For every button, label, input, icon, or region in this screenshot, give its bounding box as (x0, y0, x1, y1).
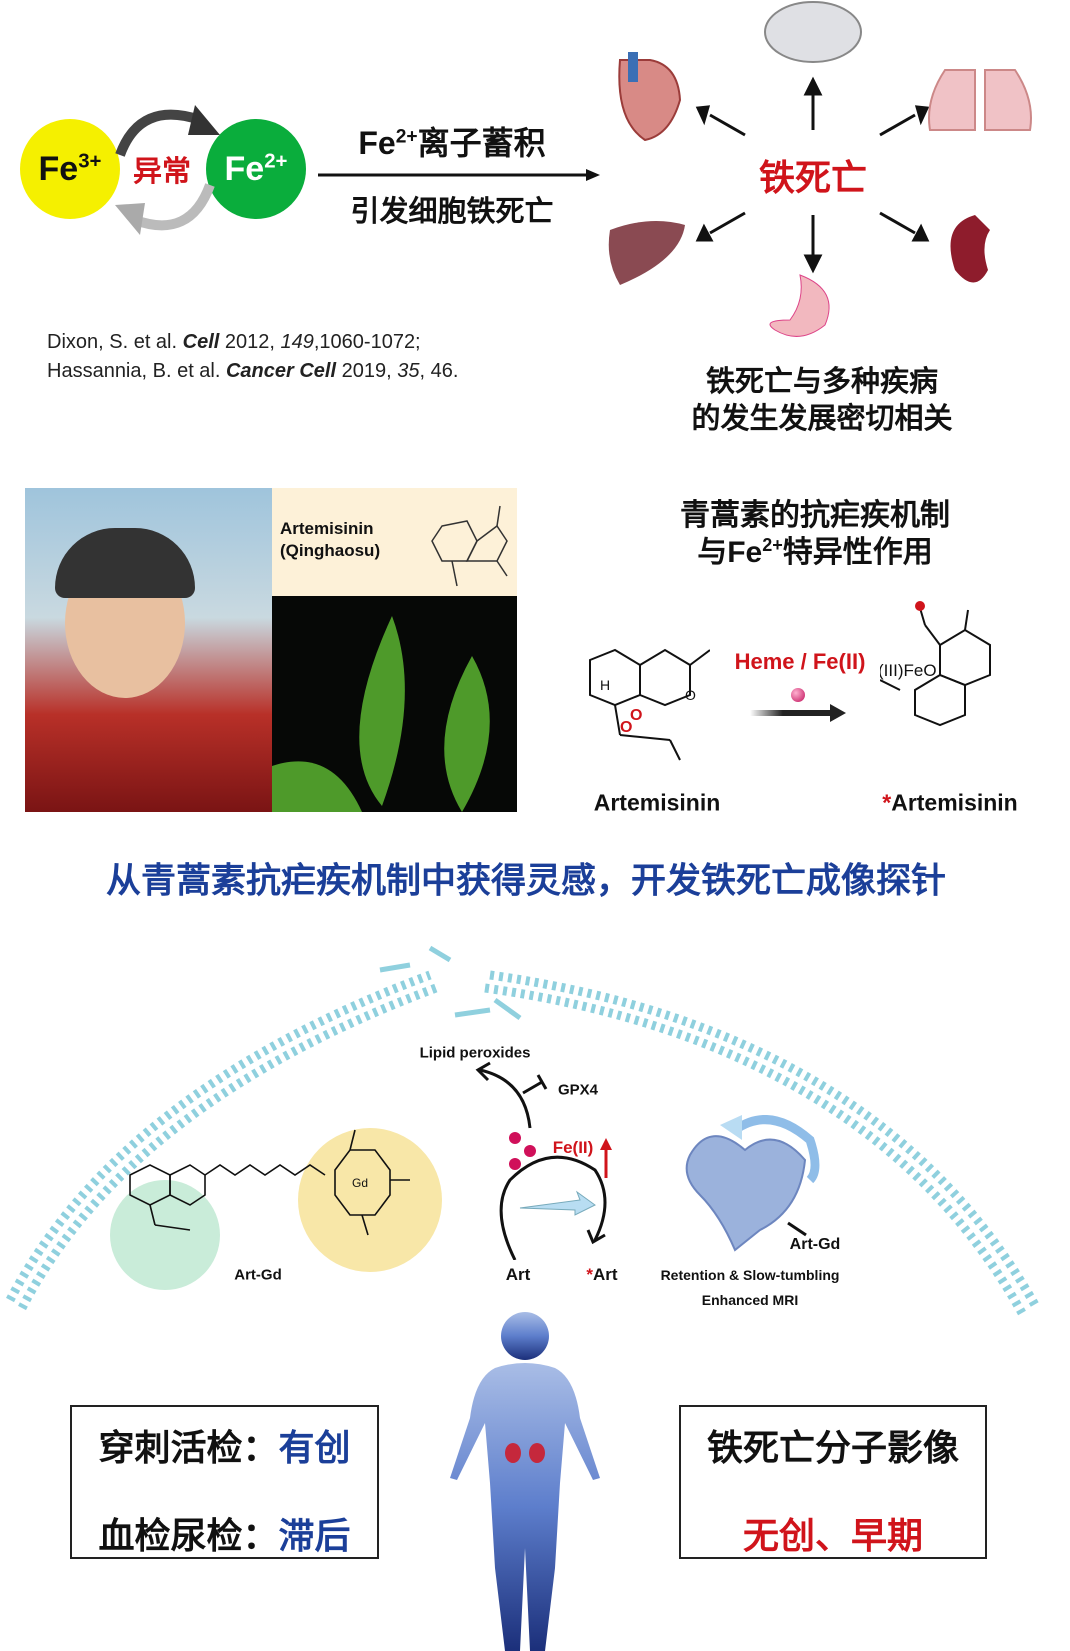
enhanced-mri-label: Enhanced MRI (701, 1292, 799, 1308)
retention-label: Retention & Slow-tumbling (660, 1267, 840, 1283)
scientist-photo (25, 488, 272, 812)
artemisinin-structure-panel: Artemisinin(Qinghaosu) (272, 488, 517, 596)
art-gd-right-label: Art-Gd (789, 1236, 841, 1253)
mechanism-line-2: 与Fe2+特异性作用 (697, 535, 933, 569)
fe-oxygen-label: (III)FeO (880, 661, 937, 680)
references: Dixon, S. et al. Cell 2012, 149,1060-107… (47, 328, 458, 386)
traditional-diagnosis-box: 穿刺活检：有创 血检尿检：滞后 (70, 1405, 379, 1559)
fe2-label: Fe2+ (224, 149, 288, 188)
gd-chelate-circle (298, 1128, 442, 1272)
hair (55, 528, 195, 598)
molecular-imaging-advantage: 无创、早期 (742, 1515, 923, 1556)
artemisia-plant-photo (272, 596, 517, 812)
fe-ii-label: Fe(II) (552, 1138, 594, 1157)
molecular-imaging-title: 铁死亡分子影像 (706, 1427, 959, 1468)
art-activation-cycle-icon (475, 1061, 612, 1260)
art-gd-structure-icon: Gd (129, 1129, 410, 1236)
fe3-label: Fe3+ (38, 149, 102, 188)
iron-ion-icon (791, 688, 805, 702)
svg-text:H: H (600, 677, 610, 693)
ferroptosis-trigger-label: 引发细胞铁死亡 (350, 196, 554, 228)
abnormal-label: 异常 (132, 156, 192, 188)
mechanism-line-1: 青蒿素的抗疟疾机制 (680, 499, 950, 532)
reactant-label: Artemisinin (593, 789, 721, 816)
artemisinin-structure-icon (431, 505, 508, 587)
protein-icon (685, 1115, 820, 1252)
kidney-icon (950, 215, 990, 283)
gd-label: Gd (352, 1176, 368, 1190)
cell-membrane (6, 945, 1039, 1316)
svg-text:O: O (620, 719, 632, 736)
right-arrow-icon (318, 169, 600, 181)
disease-line-2: 的发生发展密切相关 (691, 403, 953, 435)
biopsy-row: 穿刺活检：有创 (98, 1427, 351, 1468)
human-body-icon (450, 1312, 600, 1651)
headline: 从青蒿素抗疟疾机制中获得灵感，开发铁死亡成像探针 (105, 861, 947, 901)
leaf-icon (272, 616, 490, 812)
gpx4-label: GPX4 (557, 1081, 599, 1099)
art-gd-left-label: Art-Gd (234, 1266, 282, 1284)
art-label: Art (505, 1265, 531, 1284)
liver-icon (608, 221, 685, 285)
molecular-imaging-box: 铁死亡分子影像 无创、早期 (679, 1405, 987, 1559)
disease-line-1: 铁死亡与多种疾病 (705, 366, 939, 398)
photo-caption: Artemisinin(Qinghaosu) (280, 519, 381, 560)
blood-urine-row: 血检尿检：滞后 (98, 1515, 351, 1556)
svg-text:O: O (685, 687, 696, 703)
product-label: *Artemisinin (882, 789, 1018, 816)
accumulation-label: Fe2+离子蓄积 (358, 125, 546, 161)
svg-text:O: O (630, 707, 642, 724)
redox-cycle-arrows-icon (115, 105, 220, 235)
ferroptosis-center-label: 铁死亡 (758, 157, 868, 198)
brain-icon (764, 1, 862, 63)
art-product-label: *Art (586, 1265, 618, 1284)
stomach-icon (769, 274, 830, 337)
fe3-circle: Fe3+ (20, 119, 120, 219)
reaction-arrow-icon (750, 704, 846, 722)
activated-artemisinin-molecule-icon: (III)FeO (880, 601, 991, 727)
fe2-circle: Fe2+ (206, 119, 306, 219)
lungs-icon (928, 69, 1032, 131)
reference-item: Hassannia, B. et al. Cancer Cell 2019, 3… (47, 360, 459, 382)
reference-item: Dixon, S. et al. Cell 2012, 149,1060-107… (47, 331, 421, 353)
organ-network (608, 1, 1032, 337)
reaction-condition: Heme / Fe(II) (734, 649, 866, 674)
lipid-peroxides-label: Lipid peroxides (419, 1044, 531, 1062)
